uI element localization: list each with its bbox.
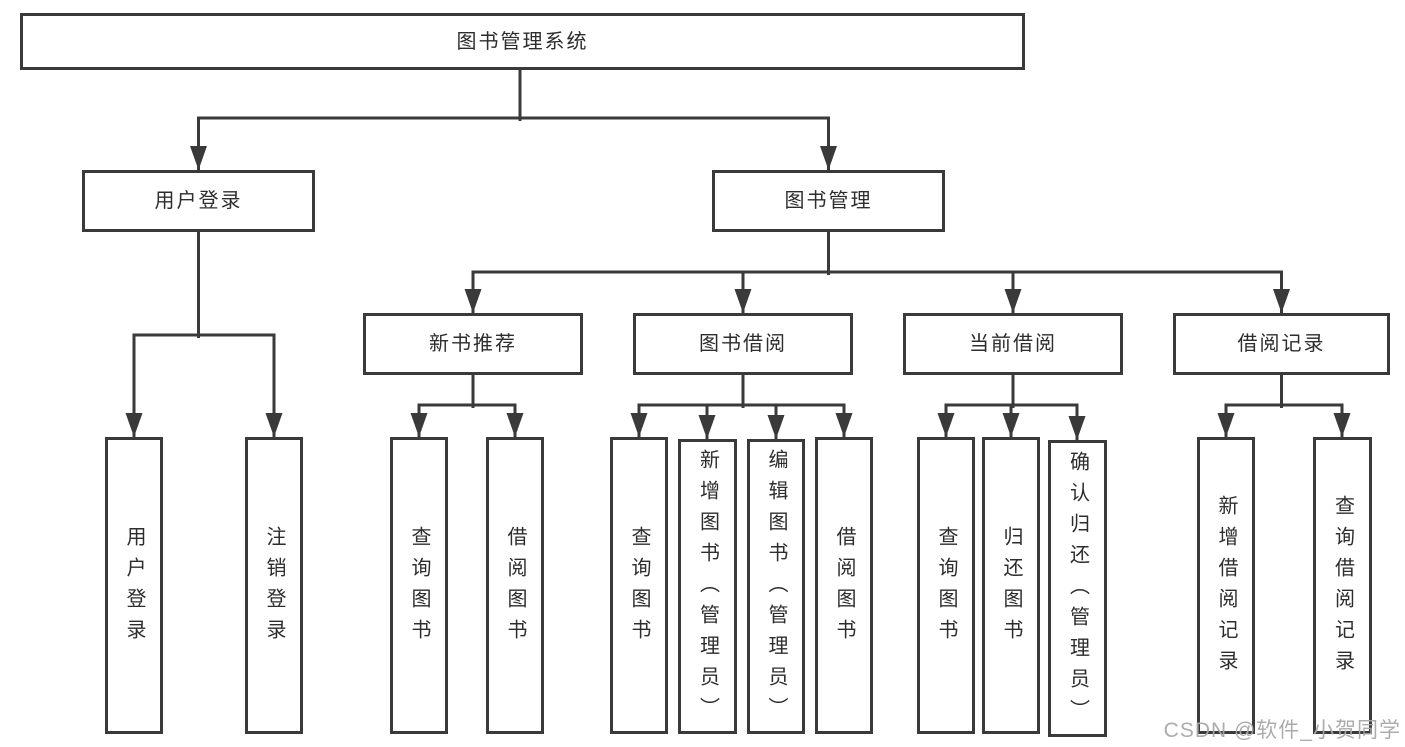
leaf-borrow-books-borrowing: 借阅图书 (815, 437, 873, 734)
leaf-add-books-admin: 新增图书（管理员） (678, 439, 737, 734)
connector-user-login-to-leaves (125, 230, 283, 439)
leaf-user-login: 用户登录 (105, 437, 163, 734)
connector-borrow-records-to-leaves (1217, 373, 1351, 439)
node-user-login: 用户登录 (82, 170, 315, 232)
leaf-confirm-return-admin: 确认归还（管理员） (1048, 440, 1107, 737)
connector-new-book-recommend-to-leaves (410, 373, 524, 439)
leaf-query-borrow-record: 查询借阅记录 (1313, 437, 1372, 734)
node-borrowing-records: 借阅记录 (1173, 313, 1390, 375)
leaf-edit-books-admin: 编辑图书（管理员） (747, 439, 805, 734)
connector-root-to-level2 (190, 68, 837, 172)
connector-book-management-to-level3 (464, 230, 1290, 315)
node-root-system: 图书管理系统 (20, 13, 1025, 70)
leaf-borrow-books-recommend: 借阅图书 (486, 437, 544, 734)
leaf-query-books-borrowing: 查询图书 (610, 437, 668, 734)
node-current-borrowing: 当前借阅 (903, 313, 1123, 375)
leaf-query-books-current: 查询图书 (917, 437, 975, 734)
csdn-watermark: CSDN @软件_小贺同学 (1163, 719, 1401, 742)
leaf-add-borrow-record: 新增借阅记录 (1197, 437, 1255, 734)
leaf-return-books: 归还图书 (982, 437, 1040, 734)
connector-book-borrowing-to-leaves (630, 373, 853, 441)
leaf-logout: 注销登录 (245, 437, 303, 734)
node-new-book-recommend: 新书推荐 (363, 313, 583, 375)
node-book-management: 图书管理 (712, 170, 945, 232)
leaf-query-books-recommend: 查询图书 (390, 437, 448, 734)
node-book-borrowing: 图书借阅 (633, 313, 853, 375)
connector-current-borrowing-to-leaves (937, 373, 1086, 442)
